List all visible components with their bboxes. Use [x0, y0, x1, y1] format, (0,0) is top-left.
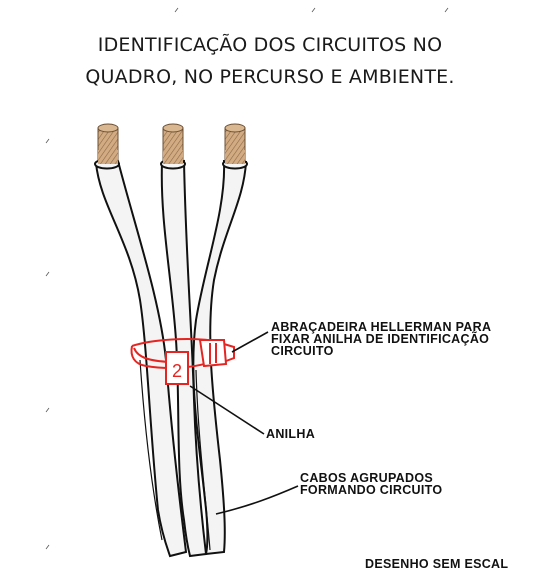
label-cables-line-1: CABOS AGRUPADOS — [300, 471, 433, 485]
tick-marks — [45, 7, 449, 550]
title-line-2: QUADRO, NO PERCURSO E AMBIENTE. — [85, 66, 455, 88]
copper-end-middle — [160, 123, 186, 170]
copper-strands — [94, 123, 248, 170]
anilha-ring: 2 — [165, 351, 189, 385]
hellerman-clamp — [130, 338, 235, 369]
leader-lines — [189, 331, 299, 515]
ring-number: 2 — [172, 361, 182, 381]
label-cables-line-2: FORMANDO CIRCUITO — [300, 483, 442, 497]
cable-left — [94, 159, 188, 558]
label-clamp-line-1: ABRAÇADEIRA HELLERMAN PARA — [271, 320, 491, 334]
label-clamp-line-3: CIRCUITO — [271, 344, 334, 358]
label-clamp-line-2: FIXAR ANILHA DE IDENTIFICAÇÃO — [271, 331, 489, 346]
title-line-1: IDENTIFICAÇÃO DOS CIRCUITOS NO — [97, 34, 443, 56]
label-ring: ANILHA — [266, 427, 315, 441]
cable-right — [192, 159, 248, 556]
scale-note: DESENHO SEM ESCAL — [365, 557, 508, 571]
copper-end-left — [94, 123, 120, 170]
copper-end-right — [222, 123, 248, 170]
